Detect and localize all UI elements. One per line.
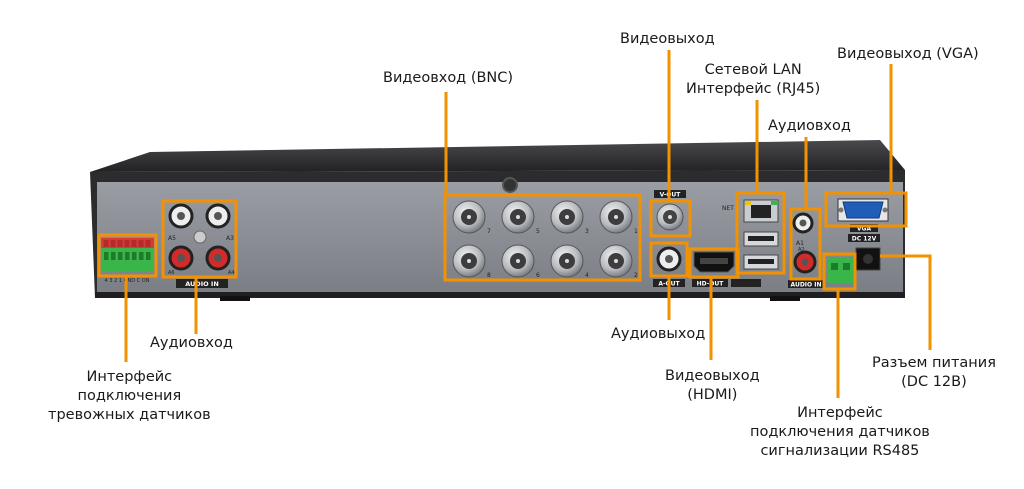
bnc-number: 5 bbox=[536, 228, 540, 235]
vga-port: VGA DC 12V bbox=[837, 198, 889, 243]
callout-line-power bbox=[880, 254, 932, 350]
label-video-in-bnc: Видеовход (BNC) bbox=[383, 70, 514, 86]
label-lan: Сетевой LAN Интерфейс (RJ45) bbox=[686, 61, 820, 99]
bnc-number: 6 bbox=[536, 272, 540, 279]
callout-box-lan bbox=[735, 191, 786, 275]
bnc-pin bbox=[614, 215, 618, 219]
audio-in-right-plate: AUDIO IN bbox=[791, 282, 822, 289]
label-lan-line2: Интерфейс (RJ45) bbox=[686, 81, 821, 97]
label-rs485: Интерфейс подключения датчиков сигнализа… bbox=[750, 404, 930, 461]
bnc-number: 7 bbox=[487, 228, 491, 235]
foot-left bbox=[220, 296, 250, 301]
bnc-number: 2 bbox=[634, 272, 638, 279]
label-alarm-line2: подключения bbox=[77, 388, 182, 404]
dip-switch bbox=[110, 240, 116, 247]
label-audio-in-right: Аудиовход bbox=[768, 118, 851, 134]
bnc-inputs: 7 5 3 1 8 6 4 2 bbox=[452, 200, 638, 279]
label-audio-out: Аудиовыход bbox=[611, 326, 706, 342]
label-alarm-line3: тревожных датчиков bbox=[48, 407, 211, 423]
label-audio-in-left: Аудиовход bbox=[150, 335, 233, 351]
bnc-number: 4 bbox=[585, 272, 589, 279]
terminal-screw bbox=[139, 252, 144, 260]
terminal-screw bbox=[118, 252, 123, 260]
label-alarm-line1: Интерфейс bbox=[86, 369, 173, 385]
bnc-pin bbox=[467, 215, 471, 219]
audio-in-left-group: A5 A3 A6 A4 AUDIO IN bbox=[168, 203, 235, 288]
label-video-out: Видеовыход bbox=[620, 31, 715, 47]
bnc-number: 1 bbox=[634, 228, 638, 235]
bnc-pin bbox=[467, 259, 471, 263]
bnc-pin bbox=[565, 259, 569, 263]
terminal-screw bbox=[125, 252, 130, 260]
label-a3: A3 bbox=[226, 235, 234, 242]
label-lan-line1: Сетевой LAN bbox=[704, 62, 802, 78]
label-power-line1: Разъем питания bbox=[872, 355, 996, 371]
callout-box-audio-left bbox=[161, 199, 238, 279]
bnc-pin bbox=[565, 215, 569, 219]
bnc-pin bbox=[516, 259, 520, 263]
dip-switch bbox=[117, 240, 123, 247]
label-a1: A1 bbox=[796, 240, 804, 247]
terminal-screw bbox=[111, 252, 116, 260]
dip-switch bbox=[145, 240, 151, 247]
terminal-screw bbox=[104, 252, 109, 260]
terminal-screw bbox=[132, 252, 137, 260]
label-a5: A5 bbox=[168, 235, 176, 242]
label-hdmi: Видеовыход (HDMI) bbox=[665, 367, 760, 405]
bnc-number: 3 bbox=[585, 228, 589, 235]
dip-switch bbox=[138, 240, 144, 247]
label-video-out-vga: Видеовыход (VGA) bbox=[837, 46, 979, 62]
bnc-number: 8 bbox=[487, 272, 491, 279]
screw-top bbox=[502, 177, 518, 193]
dip-switch bbox=[103, 240, 109, 247]
callout-box-vga bbox=[824, 191, 908, 228]
bnc-pin bbox=[516, 215, 520, 219]
audio-in-plate: AUDIO IN bbox=[185, 280, 219, 288]
label-hdmi-line2: (HDMI) bbox=[687, 387, 738, 403]
net-label: NET bbox=[722, 205, 734, 212]
vga-plate: VGA bbox=[857, 226, 872, 233]
chassis-top bbox=[90, 140, 905, 172]
label-rs485-line1: Интерфейс bbox=[797, 405, 883, 421]
label-power: Разъем питания (DC 12В) bbox=[872, 354, 996, 392]
dc12v-plate: DC 12V bbox=[852, 236, 877, 243]
callouts bbox=[97, 50, 932, 398]
terminal-screw bbox=[146, 252, 151, 260]
label-a6: A6 bbox=[168, 270, 175, 276]
rs485-power-block bbox=[827, 247, 881, 283]
label-rs485-line2: подключения датчиков bbox=[750, 424, 930, 440]
lan-usb-block: NET bbox=[722, 199, 779, 270]
foot-right bbox=[770, 296, 800, 301]
chassis-bottom-edge bbox=[95, 292, 905, 298]
bnc-pin bbox=[614, 259, 618, 263]
audio-in-right-group: A1 A2 AUDIO IN bbox=[788, 212, 824, 289]
alarm-terminal-block: 4 3 2 1 GND C ON bbox=[101, 238, 154, 284]
label-a4: A4 bbox=[228, 270, 235, 276]
label-power-line2: (DC 12В) bbox=[901, 374, 967, 390]
dip-switch bbox=[124, 240, 130, 247]
label-a2: A2 bbox=[798, 247, 805, 253]
label-rs485-line3: сигнализации RS485 bbox=[760, 443, 920, 459]
ground-screw bbox=[193, 230, 207, 244]
label-hdmi-line1: Видеовыход bbox=[665, 368, 760, 384]
callout-box-bnc bbox=[443, 193, 642, 282]
label-alarm-interface: Интерфейс подключения тревожных датчиков bbox=[48, 368, 211, 425]
dip-switch bbox=[131, 240, 137, 247]
